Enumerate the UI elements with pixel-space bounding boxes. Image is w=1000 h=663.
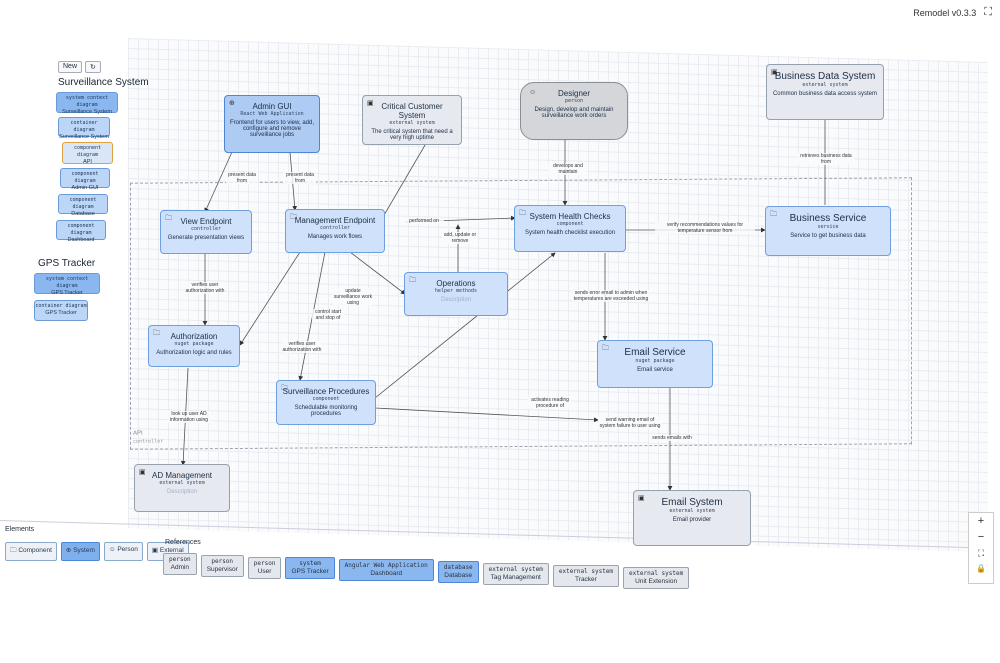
zoom-out-button[interactable]: − xyxy=(977,531,985,543)
component-icon: 🗀 xyxy=(165,215,172,222)
element-person[interactable]: ☺ Person xyxy=(103,542,143,561)
edge-label-performed: performed on xyxy=(404,218,444,224)
component-icon: 🗀 xyxy=(409,277,416,284)
web-app-icon: ⊕ xyxy=(229,100,235,107)
boundary-name: API xyxy=(133,430,143,437)
edge-label-present-2: present data from xyxy=(284,172,316,184)
component-icon: 🗀 xyxy=(10,547,19,554)
external-system-icon: ▣ xyxy=(139,469,146,476)
person-icon: ☺ xyxy=(529,89,537,96)
edge-label-lookup: look up user AD information using xyxy=(168,411,210,423)
edge-label-send-warning: send warning email of system failure to … xyxy=(598,417,662,429)
element-component[interactable]: 🗀 Component xyxy=(5,542,57,561)
edge-label-verify-rec: verify recommendations values for temper… xyxy=(655,222,755,234)
edge-label-activates: activates reading procedure of xyxy=(528,397,572,409)
fit-view-button[interactable]: ⛶ xyxy=(977,548,985,558)
top-bar: Remodel v0.3.3 ⛶ xyxy=(913,6,992,19)
edge-label-sends-emails: sends emails with xyxy=(650,435,694,441)
component-icon: 🗀 xyxy=(153,330,160,337)
edge-label-update-surv: update surveillance work using xyxy=(333,288,373,306)
boundary-type: controller xyxy=(133,438,164,445)
elements-title: Elements xyxy=(5,526,35,533)
fullscreen-icon[interactable]: ⛶ xyxy=(984,6,992,18)
component-icon: 🗀 xyxy=(290,214,297,221)
new-button[interactable]: New xyxy=(58,61,83,73)
edge-label-control: control start and stop of xyxy=(312,309,344,321)
zoom-controls: + − ⛶ 🔒 xyxy=(968,512,994,584)
elements-palette: 🗀 Component ⊕ System ☺ Person ▣ External xyxy=(5,542,189,561)
edge-label-present-1: present data from xyxy=(226,172,258,184)
external-system-icon: ▣ xyxy=(367,100,374,107)
component-icon: 🗀 xyxy=(602,345,609,352)
sidebar-group-surveillance: Surveillance System xyxy=(58,77,149,88)
component-icon: 🗀 xyxy=(281,385,288,392)
external-icon: ▣ xyxy=(151,547,160,554)
edge-label-retrieves: retrieves business data from xyxy=(798,153,854,165)
history-icon[interactable]: ↻ xyxy=(85,61,101,73)
app-version: Remodel v0.3.3 xyxy=(913,7,977,18)
element-system[interactable]: ⊕ System xyxy=(60,542,100,561)
external-system-icon: ▣ xyxy=(638,495,645,502)
edge-label-develops: develops and maintain xyxy=(548,163,588,175)
system-icon: ⊕ xyxy=(65,547,74,554)
component-icon: 🗀 xyxy=(770,211,777,218)
zoom-in-button[interactable]: + xyxy=(977,515,985,527)
references-title: References xyxy=(165,539,201,546)
new-toolbar: New ↻ xyxy=(58,61,101,73)
component-icon: 🗀 xyxy=(519,210,526,217)
edge-label-verifies-auth-2: verifies user authorization with xyxy=(282,341,322,353)
lock-icon[interactable]: 🔒 xyxy=(976,564,986,573)
external-system-icon: ▣ xyxy=(771,69,778,76)
sidebar-group-gps: GPS Tracker xyxy=(38,258,96,269)
person-icon: ☺ xyxy=(108,546,118,553)
edge-label-verifies-auth: verifies user authorization with xyxy=(185,282,225,294)
edge-label-add-update: add, update or remove xyxy=(442,232,478,244)
edge-label-sends-error: sends error email to admin when temperat… xyxy=(572,290,650,302)
